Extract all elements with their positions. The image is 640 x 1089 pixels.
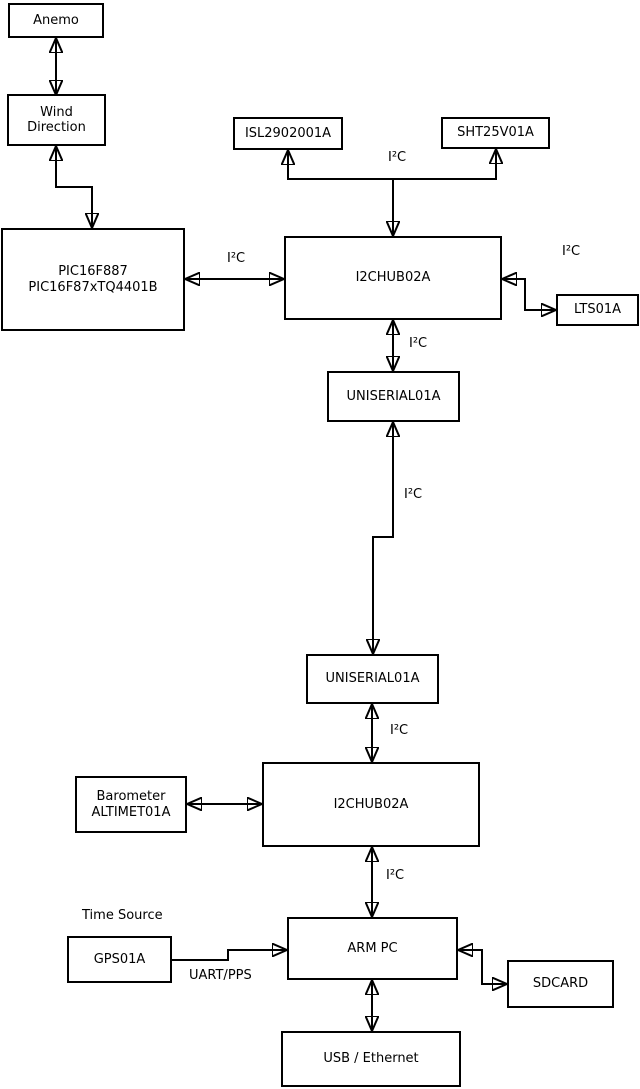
box-label-line1: Wind <box>40 104 73 120</box>
box-uniserial-2: UNISERIAL01A <box>306 654 439 704</box>
connector-armpc-sdcard <box>458 950 507 984</box>
edge-label-i2c-hub1-uniserial1: I²C <box>409 336 428 351</box>
box-label-line1: PIC16F887 <box>58 264 128 280</box>
box-isl2902001a: ISL2902001A <box>233 117 343 150</box>
connector-hub1-lts <box>502 279 556 310</box>
edge-label-i2c-hub2-armpc: I²C <box>386 868 405 883</box>
box-label: I2CHUB02A <box>333 796 409 812</box>
box-label: LTS01A <box>573 302 622 318</box>
connector-uniserial1-uniserial2 <box>373 422 393 654</box>
box-label: I2CHUB02A <box>355 270 431 286</box>
box-i2c-hub-1: I2CHUB02A <box>284 236 502 320</box>
edge-label-uart-pps: UART/PPS <box>189 968 252 983</box>
box-label: ISL2902001A <box>244 125 332 141</box>
box-label-line2: PIC16F87xTQ4401B <box>28 279 158 295</box>
edge-label-i2c-hub1-sensors: I²C <box>388 150 407 165</box>
box-label: SHT25V01A <box>457 125 534 141</box>
box-barometer-altimeter: Barometer ALTIMET01A <box>75 776 187 833</box>
connector-winddirection-pic <box>56 146 92 228</box>
edge-label-i2c-uniserial2-hub2: I²C <box>390 723 409 738</box>
box-label-line2: ALTIMET01A <box>91 804 171 820</box>
box-usb-ethernet: USB / Ethernet <box>281 1031 461 1087</box>
box-label: SDCARD <box>532 976 589 992</box>
box-gps01a: GPS01A <box>67 936 172 983</box>
box-sht25v01a: SHT25V01A <box>441 117 550 149</box>
connector-gps-armpc <box>172 950 287 961</box>
box-pic-microcontroller: PIC16F887 PIC16F87xTQ4401B <box>1 228 185 331</box>
box-label: Anemo <box>33 12 79 28</box>
box-i2c-hub-2: I2CHUB02A <box>262 762 480 847</box>
box-label-line1: Barometer <box>96 789 166 805</box>
box-label: USB / Ethernet <box>323 1051 419 1067</box>
label-time-source: Time Source <box>82 908 163 923</box>
box-uniserial-1: UNISERIAL01A <box>327 371 460 422</box>
box-sdcard: SDCARD <box>507 960 614 1008</box>
box-label: UNISERIAL01A <box>325 671 420 687</box>
box-label-line2: Direction <box>27 120 86 135</box>
box-arm-pc: ARM PC <box>287 917 458 980</box>
box-label: UNISERIAL01A <box>346 388 441 404</box>
edge-label-i2c-pic-hub1: I²C <box>227 251 246 266</box>
box-label: ARM PC <box>347 940 398 956</box>
edge-label-i2c-uniserial-link: I²C <box>404 487 423 502</box>
box-wind-direction: Wind Direction <box>7 94 106 146</box>
box-anemometer: Anemo <box>8 3 104 38</box>
edge-label-i2c-hub1-lts: I²C <box>562 244 581 259</box>
box-label: GPS01A <box>93 951 146 967</box>
box-lts01a: LTS01A <box>556 294 639 326</box>
